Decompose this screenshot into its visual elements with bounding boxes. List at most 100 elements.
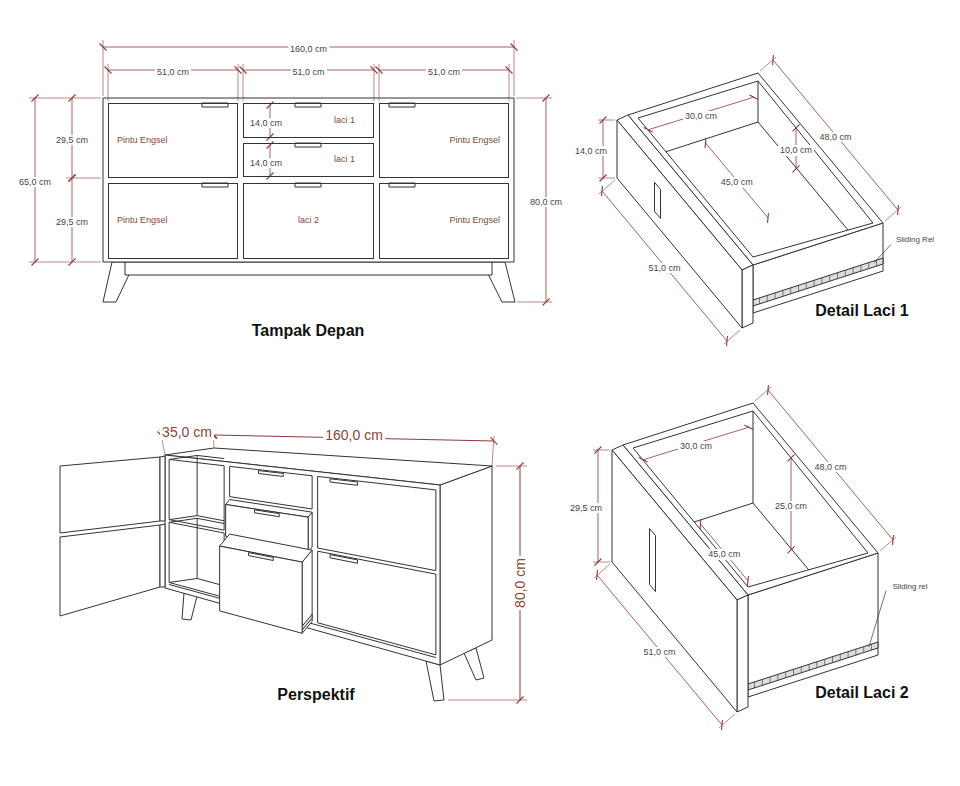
dimension-text: 45,0 cm — [719, 177, 755, 187]
dimension-line — [597, 575, 722, 725]
dimension-line — [706, 143, 769, 218]
rail-hatch — [801, 667, 802, 673]
rail-hatch — [855, 649, 856, 655]
dimension-tick — [744, 425, 753, 430]
dimension-tick — [747, 576, 749, 586]
panel-label: laci 1 — [334, 116, 355, 126]
dimension-tick — [543, 95, 550, 102]
panel-box: Pintu Engsel — [379, 103, 509, 178]
dimension-tick — [767, 213, 769, 223]
view-title: Detail Laci 1 — [813, 302, 910, 320]
dimension-tick — [69, 95, 76, 102]
dimension-tick — [600, 175, 607, 182]
dimension-text: 10,0 cm — [778, 145, 814, 155]
handle-slot — [330, 479, 358, 485]
dimension-line — [643, 427, 749, 460]
label-holder: 29,5 cm — [54, 211, 90, 229]
dimension-text: 51,0 cm — [641, 647, 677, 657]
label-holder: 51,0 cm — [426, 61, 462, 79]
dimension-text: 30,0 cm — [678, 441, 714, 451]
inner-corner — [753, 411, 754, 503]
extension-line — [593, 450, 610, 451]
extension-line — [598, 178, 615, 179]
label-holder: 30,0 cm — [678, 435, 714, 453]
leader-line — [874, 244, 891, 263]
dimension-tick — [767, 385, 769, 395]
rail-hatch — [863, 647, 864, 653]
handle-slot — [655, 182, 661, 218]
dimension-text: 35,0 cm — [160, 424, 214, 440]
label-holder: 14,0 cm — [248, 152, 284, 170]
dimension-text: 65,0 cm — [17, 177, 53, 187]
panel-label: laci 2 — [298, 216, 319, 226]
dimension-line — [701, 524, 749, 581]
extension-line — [496, 466, 527, 467]
front-panel-end — [742, 265, 753, 328]
panel-label: Pintu Engsel — [449, 216, 500, 226]
drawer-front — [220, 546, 303, 633]
cabinet-leg — [182, 593, 197, 620]
dimension-tick — [491, 437, 498, 444]
dimension-tick — [517, 697, 524, 704]
dimension-tick — [600, 117, 607, 124]
extension-line — [593, 562, 610, 563]
dimension-text: 80,0 cm — [528, 197, 564, 207]
dimension-text: 45,0 cm — [706, 549, 742, 559]
door-edge — [160, 456, 165, 521]
label-holder: 29,5 cm — [54, 129, 90, 147]
cabinet-leg — [426, 661, 444, 701]
cabinet-body — [103, 98, 514, 262]
label-holder: Sliding rel — [890, 575, 929, 593]
dimension-text: 51,0 cm — [155, 67, 191, 77]
rail-hatch — [868, 263, 869, 269]
front-panel — [612, 450, 737, 712]
dimension-tick — [749, 95, 758, 100]
dimension-tick — [69, 175, 76, 182]
rail-hatch — [777, 674, 778, 680]
rail-hatch — [809, 664, 810, 670]
panel-label: Pintu Engsel — [117, 216, 168, 226]
dimension-tick — [32, 95, 39, 102]
dimension-tick — [788, 454, 795, 461]
dimension-tick — [892, 535, 894, 545]
label-holder: 80,0 cm — [511, 556, 529, 610]
dimension-text: 14,0 cm — [248, 158, 284, 168]
dimension-tick — [721, 720, 723, 730]
dimension-line — [768, 390, 893, 540]
rail-hatch — [853, 268, 854, 274]
view-title: Detail Laci 2 — [813, 684, 910, 702]
dimension-tick — [772, 55, 774, 65]
label-holder: 14,0 cm — [573, 140, 609, 158]
dimension-text: 48,0 cm — [817, 132, 853, 142]
sliding-rail — [748, 642, 878, 690]
dimension-tick — [511, 44, 518, 51]
dimension-line — [773, 60, 898, 210]
label-holder: 25,0 cm — [773, 495, 809, 513]
label-holder: 51,0 cm — [646, 257, 682, 275]
compartment-edge — [197, 518, 198, 578]
rail-hatch — [824, 659, 825, 665]
panel-box: Pintu Engsel — [379, 183, 509, 259]
rail-hatch — [759, 298, 760, 304]
door-front — [318, 551, 436, 655]
label-holder: 51,0 cm — [290, 61, 326, 79]
dimension-tick — [267, 134, 274, 141]
dimension-tick — [595, 447, 602, 454]
handle-slot — [259, 471, 284, 477]
dimension-tick — [100, 44, 107, 51]
panel-label: Pintu Engsel — [117, 136, 168, 146]
handle-slot — [255, 510, 280, 517]
rail-hatch — [845, 270, 846, 276]
label-holder: Detail Laci 2 — [813, 684, 910, 702]
rail-hatch — [785, 672, 786, 678]
label-holder: Detail Laci 1 — [813, 302, 910, 320]
dimension-tick — [517, 463, 524, 470]
dimension-text: 29,5 cm — [54, 217, 90, 227]
extension-line — [29, 262, 101, 263]
rail-hatch — [832, 657, 833, 663]
door-front — [318, 476, 436, 570]
front-panel — [617, 120, 742, 328]
dimension-tick — [788, 546, 795, 553]
